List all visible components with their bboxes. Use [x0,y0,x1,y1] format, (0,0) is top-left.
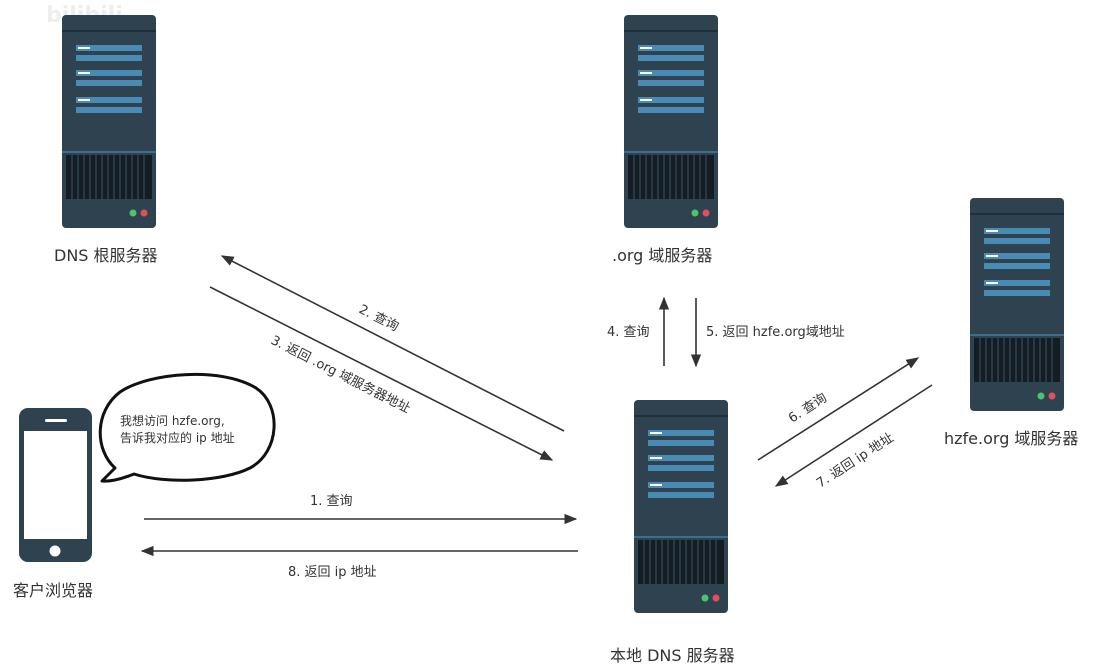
bubble-line-2: 告诉我对应的 ip 地址 [120,430,235,445]
arrow-step-6 [757,357,920,461]
step-1-label: 1. 查询 [310,494,353,509]
org-server-label: .org 域服务器 [612,246,712,265]
step-4-label: 4. 查询 [607,325,650,340]
local-dns-server-icon [633,399,729,614]
arrow-step-7 [774,384,933,487]
arrow-step-2 [220,255,565,432]
phone-icon [19,408,92,562]
step-2-label: 2. 查询 [356,302,401,335]
client-browser-label: 客户浏览器 [13,581,93,600]
hzfe-server-label: hzfe.org 域服务器 [944,429,1078,448]
arrow-step-3 [209,286,554,461]
step-7-label: 7. 返回 ip 地址 [814,430,897,491]
root-server-icon [61,14,157,229]
bubble-line-1: 我想访问 hzfe.org, [120,413,225,428]
org-server-icon [623,14,719,229]
local-dns-server-label: 本地 DNS 服务器 [610,646,735,665]
hzfe-server-icon [969,197,1065,412]
speech-bubble: 我想访问 hzfe.org, 告诉我对应的 ip 地址 [98,372,276,483]
step-8-label: 8. 返回 ip 地址 [288,565,377,580]
step-5-label: 5. 返回 hzfe.org域地址 [706,325,845,340]
step-6-label: 6. 查询 [786,391,830,427]
step-3-label: 3. 返回 .org 域服务器地址 [268,332,413,416]
root-server-label: DNS 根服务器 [54,246,158,265]
